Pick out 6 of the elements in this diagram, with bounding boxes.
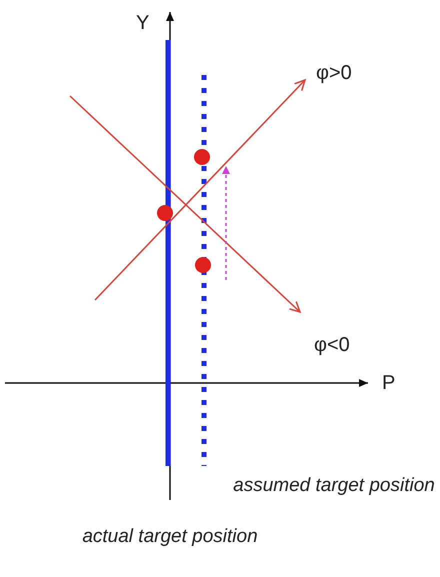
axis-label: P	[382, 372, 396, 395]
position-label: actual target position	[81, 525, 259, 549]
position-label: assumed target position	[232, 474, 436, 498]
phase-label: φ>0	[316, 62, 352, 85]
axis-label: Y	[136, 12, 150, 35]
phase-label: φ<0	[314, 334, 350, 357]
